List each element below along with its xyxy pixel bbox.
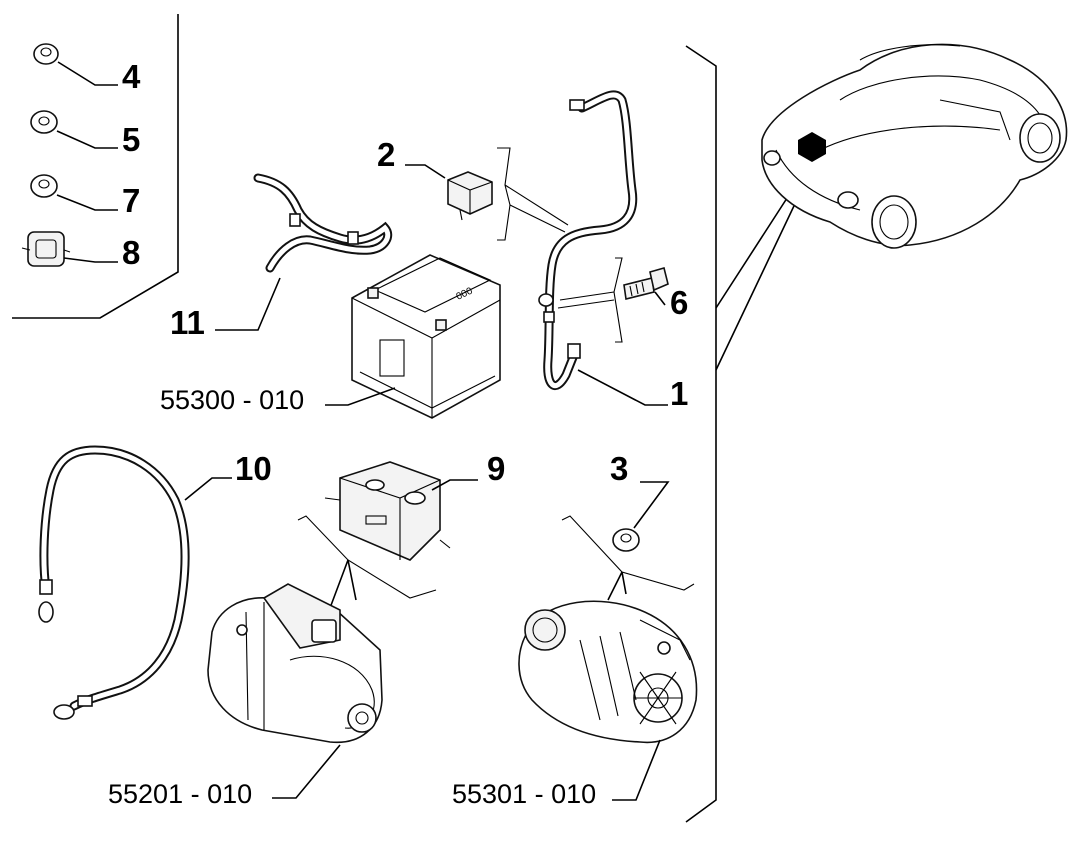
leader-starter (272, 744, 341, 799)
leader-7 (56, 194, 118, 211)
callout-2: 2 (377, 136, 395, 173)
leader-9 (431, 479, 478, 491)
cable-icon (538, 90, 638, 391)
leader-3 (633, 481, 670, 529)
nut-icon (30, 174, 58, 198)
fuse-box-icon (447, 171, 493, 221)
fuse-box-icon (324, 461, 451, 561)
callout-10: 10 (235, 450, 272, 487)
ref-alternator: 55301 - 010 (452, 779, 596, 809)
leader-1 (577, 369, 668, 406)
callout-8: 8 (122, 234, 140, 271)
bracket-6 (613, 257, 623, 343)
callout-9: 9 (487, 450, 505, 487)
leader-4 (57, 61, 118, 86)
washer-icon (30, 110, 58, 134)
callout-4: 4 (122, 58, 141, 95)
leader-2 (405, 164, 446, 179)
car-icon (761, 43, 1068, 249)
callout-5: 5 (122, 121, 140, 158)
leader-battery (325, 387, 396, 406)
bracket-9-pointer (329, 559, 357, 609)
starter-motor-icon (207, 583, 383, 744)
bracket-6-lines (557, 291, 615, 309)
ref-battery: 55300 - 010 (160, 385, 304, 415)
callout-1: 1 (670, 375, 688, 412)
bracket-3-pointer (607, 571, 627, 601)
bracket-2-lines (504, 184, 569, 233)
leader-11 (215, 277, 281, 331)
right-bracket (685, 45, 717, 823)
battery-icon: 000 (351, 254, 501, 419)
leader-5 (56, 130, 118, 149)
clip-icon (21, 231, 71, 267)
location-marker-icon (798, 132, 826, 162)
nut-icon (612, 528, 640, 552)
callout-6: 6 (670, 284, 688, 321)
leader-6 (654, 291, 666, 306)
leader-10 (184, 477, 232, 501)
ref-starter: 55201 - 010 (108, 779, 252, 809)
alternator-icon (518, 600, 698, 744)
callout-7: 7 (122, 182, 140, 219)
small-parts-frame (12, 14, 179, 319)
callout-3: 3 (610, 450, 628, 487)
nut-icon (33, 43, 59, 65)
leader-alternator (612, 739, 661, 801)
bolt-icon (623, 267, 669, 300)
callout-11: 11 (170, 304, 205, 341)
cable-icon (38, 445, 190, 720)
leader-8 (63, 257, 118, 263)
bracket-2 (497, 147, 511, 241)
bracket-3 (561, 515, 695, 591)
cable-icon (253, 173, 393, 273)
